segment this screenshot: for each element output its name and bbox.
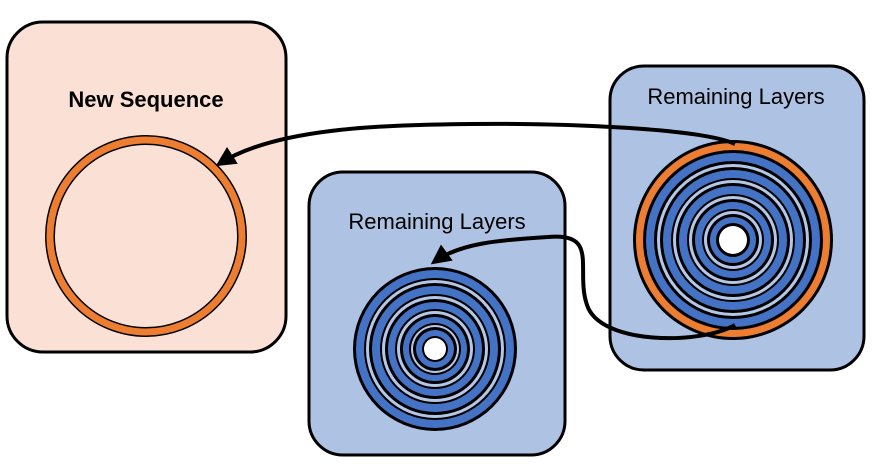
arrow-to-new-sequence [215, 121, 736, 167]
remaining-layers-box-middle: Remaining Layers [307, 170, 567, 457]
single-orange-ring-icon [45, 135, 247, 337]
remaining-layers-box-right: Remaining Layers [608, 64, 866, 372]
new-sequence-box: New Sequence [5, 20, 288, 354]
new-sequence-title: New Sequence [68, 87, 223, 112]
concentric-layer-rings-icon [353, 267, 517, 431]
concentric-layer-rings-icon [633, 140, 833, 340]
new-sequence-box-background [5, 20, 288, 354]
remaining-layers-right-title: Remaining Layers [647, 84, 824, 109]
remaining-layers-middle-title: Remaining Layers [348, 209, 525, 234]
arrow-to-remaining-layers [430, 234, 736, 341]
